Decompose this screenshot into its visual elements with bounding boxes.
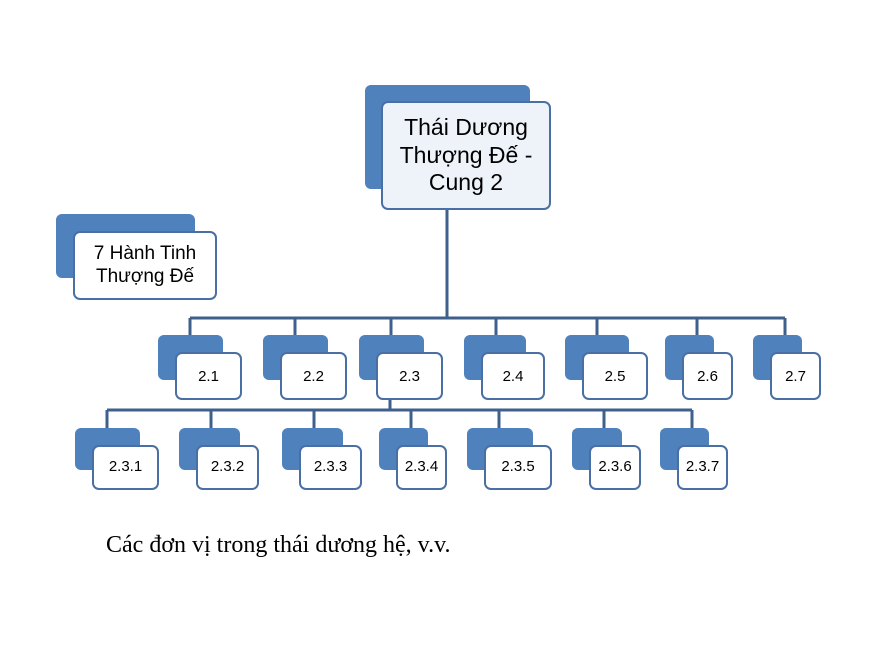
node-label: 2.3.7 bbox=[677, 445, 728, 490]
side-node-planets: 7 Hành Tinh Thượng Đế bbox=[56, 214, 217, 300]
node-2-2: 2.2 bbox=[263, 335, 347, 400]
node-label: 2.3.4 bbox=[396, 445, 447, 490]
node-2-3-4: 2.3.4 bbox=[379, 428, 447, 490]
node-2-3-7: 2.3.7 bbox=[660, 428, 728, 490]
node-2-3-6: 2.3.6 bbox=[572, 428, 641, 490]
node-label: 2.7 bbox=[770, 352, 821, 400]
node-2-3-2: 2.3.2 bbox=[179, 428, 259, 490]
node-label: 2.6 bbox=[682, 352, 733, 400]
node-2-7: 2.7 bbox=[753, 335, 821, 400]
node-label: 2.4 bbox=[481, 352, 545, 400]
node-2-3-3: 2.3.3 bbox=[282, 428, 362, 490]
node-2-1: 2.1 bbox=[158, 335, 242, 400]
node-label: 2.3.5 bbox=[484, 445, 552, 490]
node-2-3-1: 2.3.1 bbox=[75, 428, 159, 490]
node-2-3-5: 2.3.5 bbox=[467, 428, 552, 490]
root-node: Thái Dương Thượng Đế - Cung 2 bbox=[365, 85, 551, 210]
node-2-4: 2.4 bbox=[464, 335, 545, 400]
node-2-6: 2.6 bbox=[665, 335, 733, 400]
node-label: 2.5 bbox=[582, 352, 648, 400]
side-node-label: 7 Hành Tinh Thượng Đế bbox=[73, 231, 217, 300]
node-label: 2.3.2 bbox=[196, 445, 259, 490]
caption: Các đơn vị trong thái dương hệ, v.v. bbox=[106, 532, 451, 558]
node-label: 2.3.6 bbox=[589, 445, 641, 490]
root-node-label: Thái Dương Thượng Đế - Cung 2 bbox=[381, 101, 551, 210]
node-label: 2.3.3 bbox=[299, 445, 362, 490]
node-2-3: 2.3 bbox=[359, 335, 443, 400]
node-2-5: 2.5 bbox=[565, 335, 648, 400]
node-label: 2.3.1 bbox=[92, 445, 159, 490]
node-label: 2.3 bbox=[376, 352, 443, 400]
node-label: 2.2 bbox=[280, 352, 347, 400]
node-label: 2.1 bbox=[175, 352, 242, 400]
